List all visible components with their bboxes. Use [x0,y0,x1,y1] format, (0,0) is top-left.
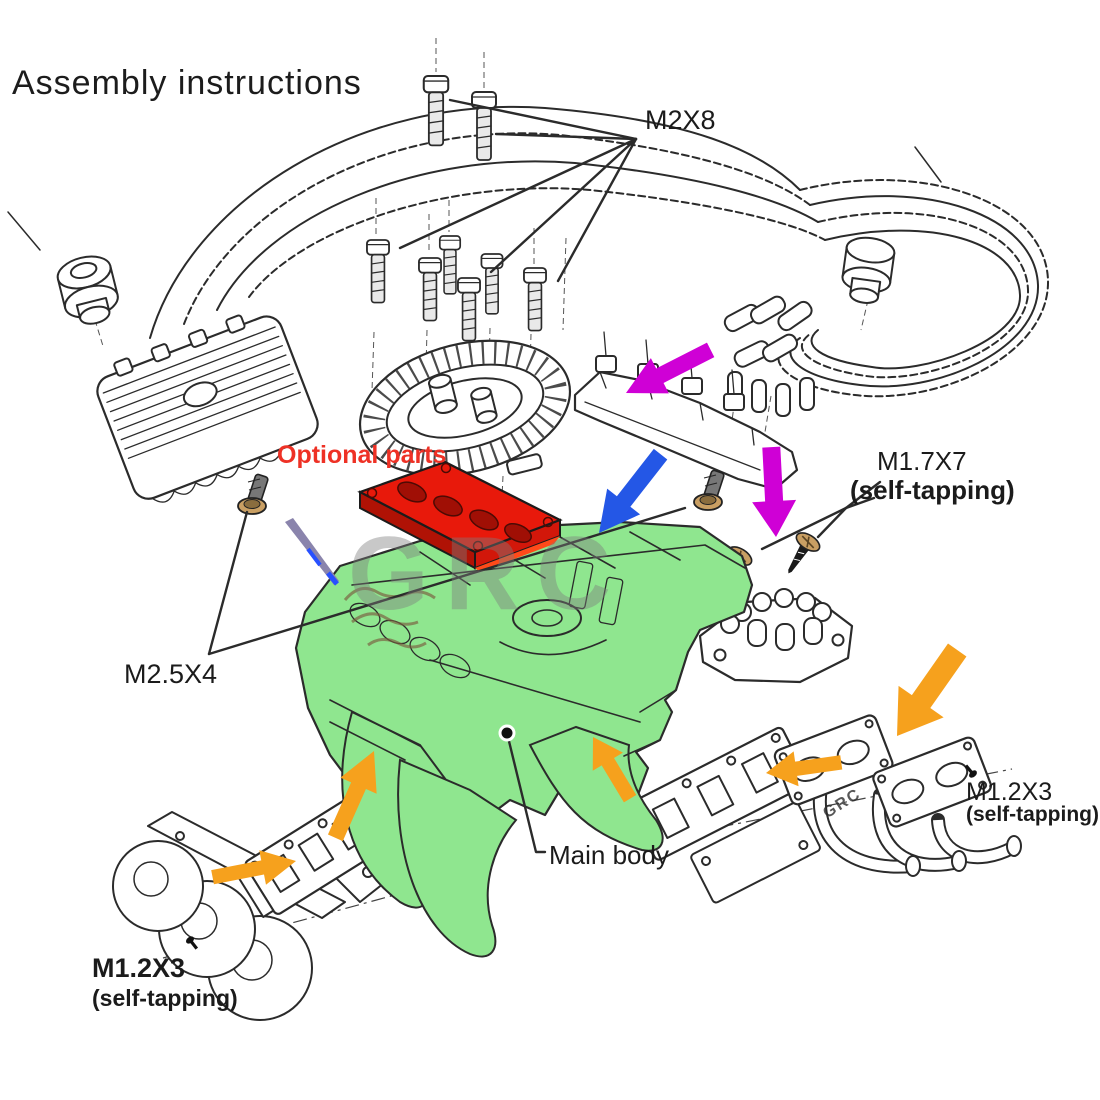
main-body-callout-dot [498,724,516,742]
label-m1.2x3-left: M1.2X3 [92,953,186,983]
leader-lines [207,98,882,854]
label-m1.7x7-selftapping: (self-tapping) [850,475,1015,505]
label-optional-parts: Optional parts [277,441,447,469]
label-m1.2x3-right: M1.2X3 [966,778,1053,806]
main-body-part [294,520,754,958]
valve-cover [96,314,319,503]
page-title: Assembly instructions [12,64,362,102]
m2.5x4-bolt-left [237,472,270,515]
spark-plug-wire-loops [777,179,1050,398]
finned-cover [358,339,572,498]
m2.5x4-bolt-right [693,468,726,511]
optional-part-red-plate [357,460,563,572]
hub-cylinders [428,373,498,424]
label-m1.2x3-left-selftapping: (self-tapping) [92,985,238,1011]
label-m1.2x3-right-selftapping: (self-tapping) [966,803,1099,826]
oil-cap-right [841,236,896,304]
label-m2.5x4: M2.5X4 [124,659,218,689]
label-main-body: Main body [549,840,669,870]
orange-arrow-top-right [874,634,980,752]
watermark-needle [285,518,339,586]
oil-cap-left [56,255,119,325]
watermark-large: GRC [348,516,628,632]
label-m1.7x7: M1.7X7 [877,446,967,476]
self-tapping-screw-2 [776,528,824,582]
spark-plug-wires-left [149,105,826,339]
label-m2x8: M2X8 [645,105,716,135]
